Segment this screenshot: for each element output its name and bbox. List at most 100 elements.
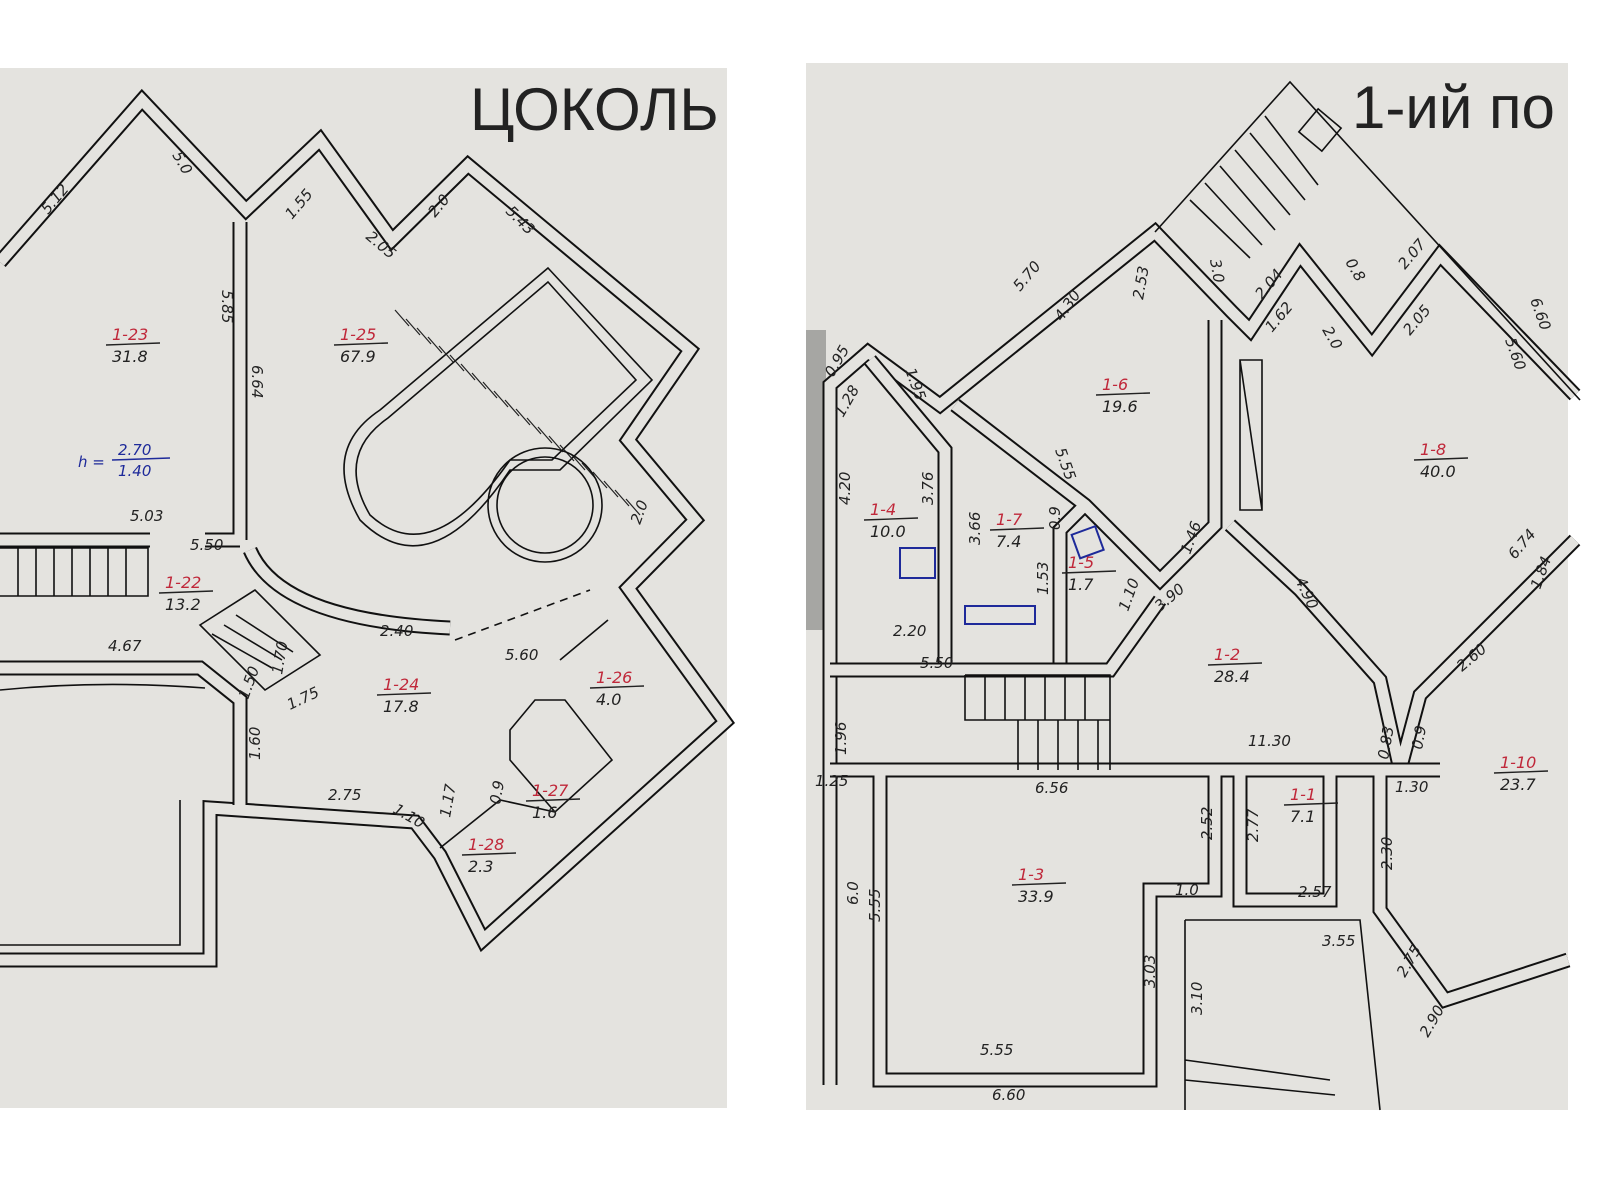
fraction-bar — [1095, 392, 1151, 396]
room-label-1-28: 1-28 2.3 — [461, 835, 517, 876]
dimension-label: 2.75 — [328, 786, 361, 804]
dimension-label: 3.10 — [1188, 982, 1206, 1015]
room-number: 1-6 — [1102, 375, 1128, 394]
dimension-label: 3.55 — [1322, 932, 1355, 950]
fraction-bar — [105, 342, 161, 346]
pool-hatch-mark — [438, 345, 454, 363]
fraction-bar — [863, 517, 919, 521]
fraction-bar — [333, 342, 389, 346]
fraction-bar — [989, 527, 1045, 531]
jacuzzi-outline — [487, 447, 603, 563]
dimension-label: 2.20 — [893, 622, 926, 640]
room-area: 17.8 — [383, 697, 419, 716]
pool-hatch-mark — [515, 408, 531, 426]
height-prefix: h = — [78, 453, 105, 471]
fraction-bar — [1061, 570, 1117, 574]
room-area: 10.0 — [870, 522, 906, 541]
fraction-bar — [589, 685, 645, 689]
room-number: 1-28 — [468, 835, 504, 854]
dimension-label: 2.30 — [1378, 837, 1396, 870]
dimension-label: 1.30 — [1395, 778, 1428, 796]
pool-hatch-mark — [405, 318, 421, 336]
room-area: 31.8 — [112, 347, 148, 366]
pool-hatch-mark — [416, 327, 432, 345]
fraction-bar — [1011, 882, 1067, 886]
height-top: 2.70 — [118, 441, 151, 459]
dimension-label: 0.83 — [1374, 725, 1398, 761]
room-label-1-7: 1-77.4 — [989, 510, 1045, 551]
dimension-label: 4.67 — [108, 637, 142, 655]
room-number: 1-5 — [1068, 553, 1094, 572]
fraction-bar — [1493, 770, 1549, 774]
room-area: 19.6 — [1102, 397, 1138, 416]
pool-hatch-mark — [493, 390, 509, 408]
panel-title: ЦОКОЛЬ — [470, 76, 719, 143]
room-label-1-10: 1-10 23.7 — [1493, 753, 1549, 794]
dimension-label: 5.60 — [505, 646, 538, 664]
pool-hatch-mark — [625, 498, 641, 516]
room-label-1-2: 1-228.4 — [1207, 645, 1263, 686]
sink-icon — [899, 547, 936, 579]
room-number: 1-4 — [870, 500, 896, 519]
dimension-label: 5.50 — [920, 654, 953, 672]
dimension-label: 6.60 — [992, 1086, 1025, 1104]
dimension-label: 3.76 — [919, 472, 937, 505]
dimension-label: 3.0 — [1206, 258, 1228, 285]
room-label-1-4: 1-4 10.0 — [863, 500, 919, 541]
room-number: 1-24 — [383, 675, 419, 694]
room-area: 7.4 — [996, 532, 1021, 551]
fraction-bar — [1283, 802, 1339, 806]
dimension-label: 6.64 — [248, 365, 266, 398]
room-label-1-8: 1-8 40.0 — [1413, 440, 1469, 481]
fraction-bar — [158, 590, 214, 594]
basement-plan: ЦОКОЛЬ h = 2.70 1.40 — [0, 68, 736, 1108]
room-label-1-3: 1-333.9 — [1011, 865, 1067, 906]
room-number: 1-7 — [996, 510, 1023, 529]
dimension-label: 5.55 — [980, 1041, 1013, 1059]
paper-sheet — [806, 63, 1568, 1110]
sink-icon — [1070, 524, 1105, 560]
paper-sheet — [0, 68, 727, 1108]
dimension-label: 5.55 — [866, 889, 884, 922]
dimension-label: 5.03 — [130, 507, 163, 525]
fraction-bar — [1413, 457, 1469, 461]
pool-hatch-mark — [614, 489, 630, 507]
dimension-label: 5.50 — [190, 536, 223, 554]
fraction-bar — [1207, 662, 1263, 666]
room-label-1-26: 1-264.0 — [589, 668, 645, 709]
dimension-label: 6.56 — [1035, 779, 1068, 797]
room-area: 2.3 — [468, 857, 493, 876]
room-number: 1-25 — [340, 325, 376, 344]
pool-hatch-mark — [537, 426, 553, 444]
room-area: 23.7 — [1500, 775, 1536, 794]
room-number: 1-2 — [1214, 645, 1240, 664]
height-note: h = 2.70 1.40 — [78, 441, 171, 480]
pool-hatch-mark — [394, 309, 410, 327]
pool-hatch-mark — [427, 336, 443, 354]
room-label-1-23: 1-23 31.8 — [105, 325, 161, 366]
dimension-label: 3.03 — [1141, 955, 1159, 988]
room-number: 1-27 — [532, 781, 569, 800]
room-label-1-5: 1-51.7 — [1061, 553, 1117, 594]
dimension-label: 3.66 — [966, 512, 984, 545]
room-number: 1-23 — [112, 325, 148, 344]
room-area: 1.7 — [1068, 575, 1094, 594]
pool-hatch-mark — [482, 381, 498, 399]
room-area: 40.0 — [1420, 462, 1456, 481]
fraction-bar — [525, 798, 581, 802]
dimension-label: 2.53 — [1129, 265, 1153, 301]
room-number: 1-10 — [1500, 753, 1536, 772]
room-number: 1-8 — [1420, 440, 1446, 459]
pool-hatch-mark — [570, 453, 586, 471]
dimension-label: 5.85 — [218, 290, 236, 323]
pool-hatch-mark — [526, 417, 542, 435]
dimension-label: 4.20 — [836, 472, 854, 505]
room-area: 33.9 — [1018, 887, 1054, 906]
pool-outline — [343, 266, 654, 547]
dimension-label: 1.25 — [815, 772, 848, 790]
dimension-label: 1.53 — [1034, 562, 1052, 595]
dimension-label: 0.9 — [486, 779, 508, 806]
